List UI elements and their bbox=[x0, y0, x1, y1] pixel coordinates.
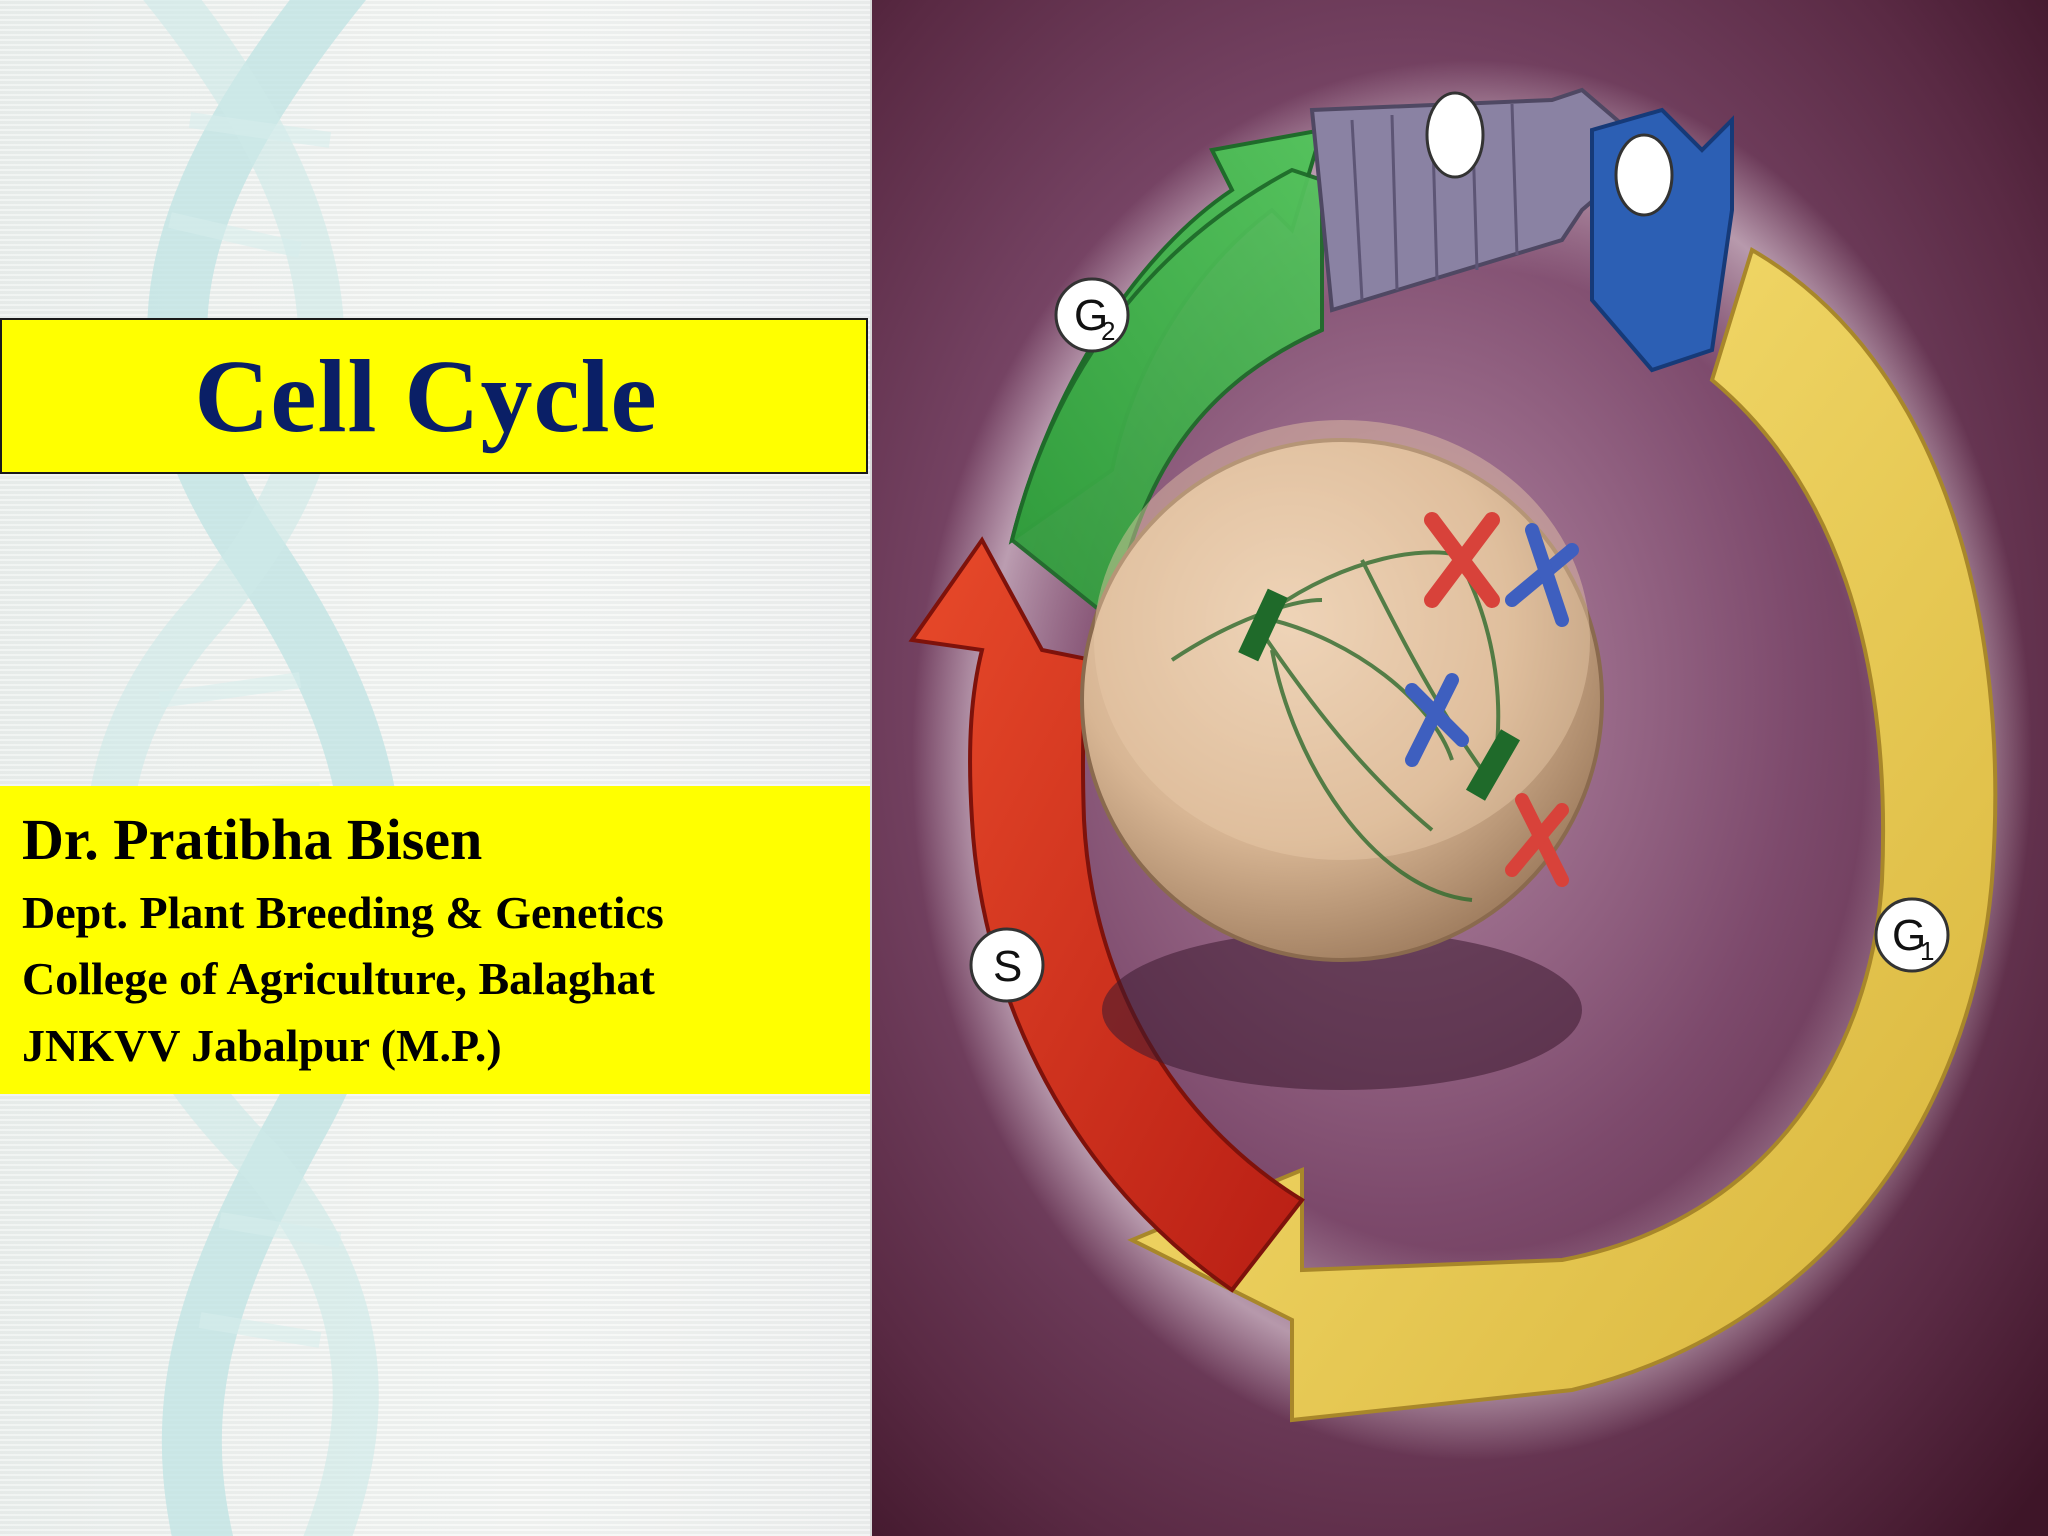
author-university: JNKVV Jabalpur (M.P.) bbox=[22, 1020, 502, 1072]
mitosis-checkpoint-circle bbox=[1425, 91, 1485, 179]
s-label: S bbox=[969, 927, 1045, 1003]
g1-label: G 1 bbox=[1874, 897, 1950, 973]
author-department: Dept. Plant Breeding & Genetics bbox=[22, 886, 664, 938]
title-band: Cell Cycle bbox=[0, 318, 868, 474]
svg-text:G: G bbox=[1074, 291, 1108, 340]
author-name: Dr. Pratibha Bisen bbox=[22, 807, 483, 872]
svg-text:2: 2 bbox=[1101, 316, 1115, 346]
cell-shadow bbox=[1102, 930, 1582, 1090]
author-band: Dr. Pratibha Bisen Dept. Plant Breeding … bbox=[0, 786, 870, 1094]
g2-arrow-body bbox=[1009, 167, 1324, 624]
left-panel bbox=[0, 0, 870, 1536]
dna-helix-background bbox=[85, 0, 403, 1536]
cell-cycle-diagram: G 2 S G 1 bbox=[872, 0, 2048, 1536]
g1-arrow bbox=[1127, 247, 1998, 1423]
chromosome-blue-1 bbox=[1505, 523, 1579, 627]
chromosome-blue-2 bbox=[1405, 673, 1469, 767]
svg-text:S: S bbox=[993, 942, 1022, 991]
dividing-cell bbox=[1080, 420, 1604, 962]
svg-text:1: 1 bbox=[1920, 936, 1934, 966]
cytokinesis-checkpoint-circle bbox=[1614, 133, 1674, 217]
chromosome-red-1 bbox=[1424, 512, 1500, 608]
author-college: College of Agriculture, Balaghat bbox=[22, 953, 655, 1005]
svg-text:G: G bbox=[1892, 911, 1926, 960]
chromosome-red-2 bbox=[1505, 793, 1569, 887]
slide-title: Cell Cycle bbox=[194, 338, 658, 454]
g2-label: G 2 bbox=[1054, 277, 1130, 353]
cell-cycle-figure: G 2 S G 1 bbox=[870, 0, 2048, 1536]
